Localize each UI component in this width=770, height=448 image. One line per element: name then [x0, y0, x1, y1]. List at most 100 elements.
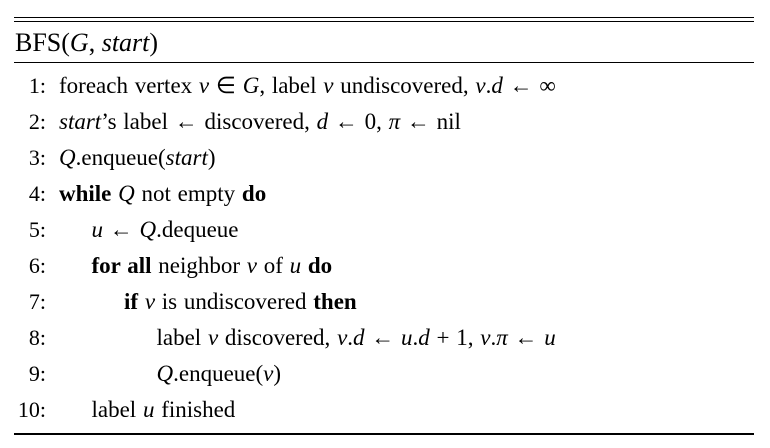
code-segment: ←	[364, 324, 402, 350]
code-segment: u	[91, 216, 104, 242]
code-segment: ←	[103, 216, 140, 242]
code-segment: .	[412, 324, 419, 350]
line-number: 4:	[28, 180, 46, 206]
code-segment: finished	[154, 396, 236, 422]
code-segment: .	[485, 72, 492, 98]
line-number: 8:	[28, 324, 46, 350]
code-segment: of	[256, 252, 290, 278]
code-segment: label	[91, 396, 143, 422]
code-line: 2: start’s label ← discovered, d ← 0, π …	[14, 104, 754, 140]
code-segment: u	[142, 396, 155, 422]
code-line: 9: Q.enqueue(v)	[14, 356, 754, 392]
code-segment: .enqueue(	[75, 144, 166, 170]
code-segment: v	[144, 288, 156, 314]
code-segment: is undiscovered	[155, 288, 314, 314]
title-segment: )	[149, 27, 159, 57]
line-text: if v is undiscovered then	[46, 284, 357, 320]
code-segment: if	[124, 288, 145, 314]
code-lines: 1: foreach vertex v ∈ G, label v undisco…	[14, 63, 754, 428]
line-text: label v discovered, v.d ← u.d + 1, v.π ←…	[46, 320, 556, 356]
line-text: start’s label ← discovered, d ← 0, π ← n…	[46, 104, 461, 140]
code-segment: π	[388, 108, 401, 134]
line-number: 7:	[28, 288, 46, 314]
line-number: 1:	[28, 72, 46, 98]
code-segment: v	[323, 72, 334, 98]
code-segment: d	[491, 72, 503, 98]
code-segment: d	[353, 324, 365, 350]
line-text: u ← Q.dequeue	[46, 212, 239, 248]
code-line: 3: Q.enqueue(start)	[14, 140, 754, 176]
code-segment: do	[241, 180, 267, 206]
code-segment: ’s label ← discovered,	[101, 108, 317, 134]
code-line: 6: for all neighbor v of u do	[14, 248, 754, 284]
code-segment: for all	[91, 252, 159, 278]
code-segment: )	[207, 144, 216, 170]
code-segment: .	[347, 324, 354, 350]
top-double-rule	[14, 17, 754, 22]
line-number: 10:	[17, 396, 46, 422]
code-segment: foreach vertex	[59, 72, 199, 98]
code-segment: then	[313, 288, 357, 314]
code-segment: , label	[259, 72, 324, 98]
code-segment: ← ∞	[502, 72, 556, 98]
line-number: 6:	[28, 252, 46, 278]
code-line: 7: if v is undiscovered then	[14, 284, 754, 320]
title-segment: start	[101, 27, 150, 57]
line-text: while Q not empty do	[46, 176, 266, 212]
line-text: for all neighbor v of u do	[46, 248, 333, 284]
code-segment: ∈	[209, 72, 243, 98]
header-rule	[14, 61, 754, 63]
code-segment: v	[246, 252, 257, 278]
code-segment: v	[480, 324, 491, 350]
title-segment: ,	[88, 27, 102, 57]
code-segment: .enqueue(	[173, 360, 264, 386]
line-number: 9:	[28, 360, 46, 386]
title-segment: G	[69, 27, 89, 57]
code-segment: G	[242, 72, 260, 98]
code-segment: ← 0,	[328, 108, 389, 134]
bottom-rule	[14, 432, 754, 435]
line-number: 2:	[28, 108, 46, 134]
code-segment: v	[475, 72, 486, 98]
code-segment: neighbor	[158, 252, 247, 278]
line-text: Q.enqueue(v)	[46, 356, 282, 392]
code-segment: u	[401, 324, 413, 350]
code-segment: v	[263, 360, 274, 386]
line-text: Q.enqueue(start)	[46, 140, 216, 176]
code-segment: v	[198, 72, 210, 98]
code-segment: Q	[59, 144, 76, 170]
line-text: label u finished	[46, 392, 236, 428]
code-segment: π	[496, 324, 508, 350]
code-segment: discovered,	[218, 324, 338, 350]
code-line: 5: u ← Q.dequeue	[14, 212, 754, 248]
code-segment: Q	[139, 216, 157, 242]
code-line: 10: label u finished	[14, 392, 754, 428]
code-line: 8: label v discovered, v.d ← u.d + 1, v.…	[14, 320, 754, 356]
title-segment: BFS(	[15, 27, 70, 57]
code-segment: .dequeue	[156, 216, 239, 242]
line-text: foreach vertex v ∈ G, label v undiscover…	[46, 68, 556, 104]
code-segment: start	[165, 144, 208, 170]
algorithm-box: BFS(G, start) 1: foreach vertex v ∈ G, l…	[14, 17, 754, 435]
code-segment: u	[544, 324, 556, 350]
code-segment: v	[337, 324, 348, 350]
code-segment: d	[316, 108, 329, 134]
code-segment: v	[207, 324, 219, 350]
code-segment: d	[418, 324, 430, 350]
line-number: 5:	[28, 216, 46, 242]
code-segment: label	[156, 324, 208, 350]
code-segment: + 1,	[429, 324, 481, 350]
code-segment: .	[490, 324, 497, 350]
code-segment: Q	[118, 180, 135, 206]
code-segment: )	[273, 360, 282, 386]
code-segment: ←	[507, 324, 545, 350]
code-segment: ← nil	[400, 108, 461, 134]
code-segment: do	[307, 252, 333, 278]
code-line: 1: foreach vertex v ∈ G, label v undisco…	[14, 68, 754, 104]
code-line: 4: while Q not empty do	[14, 176, 754, 212]
code-segment: while	[59, 180, 119, 206]
code-segment: u	[289, 252, 302, 278]
code-segment: start	[59, 108, 102, 134]
line-number: 3:	[28, 144, 46, 170]
algorithm-title: BFS(G, start)	[14, 22, 754, 62]
